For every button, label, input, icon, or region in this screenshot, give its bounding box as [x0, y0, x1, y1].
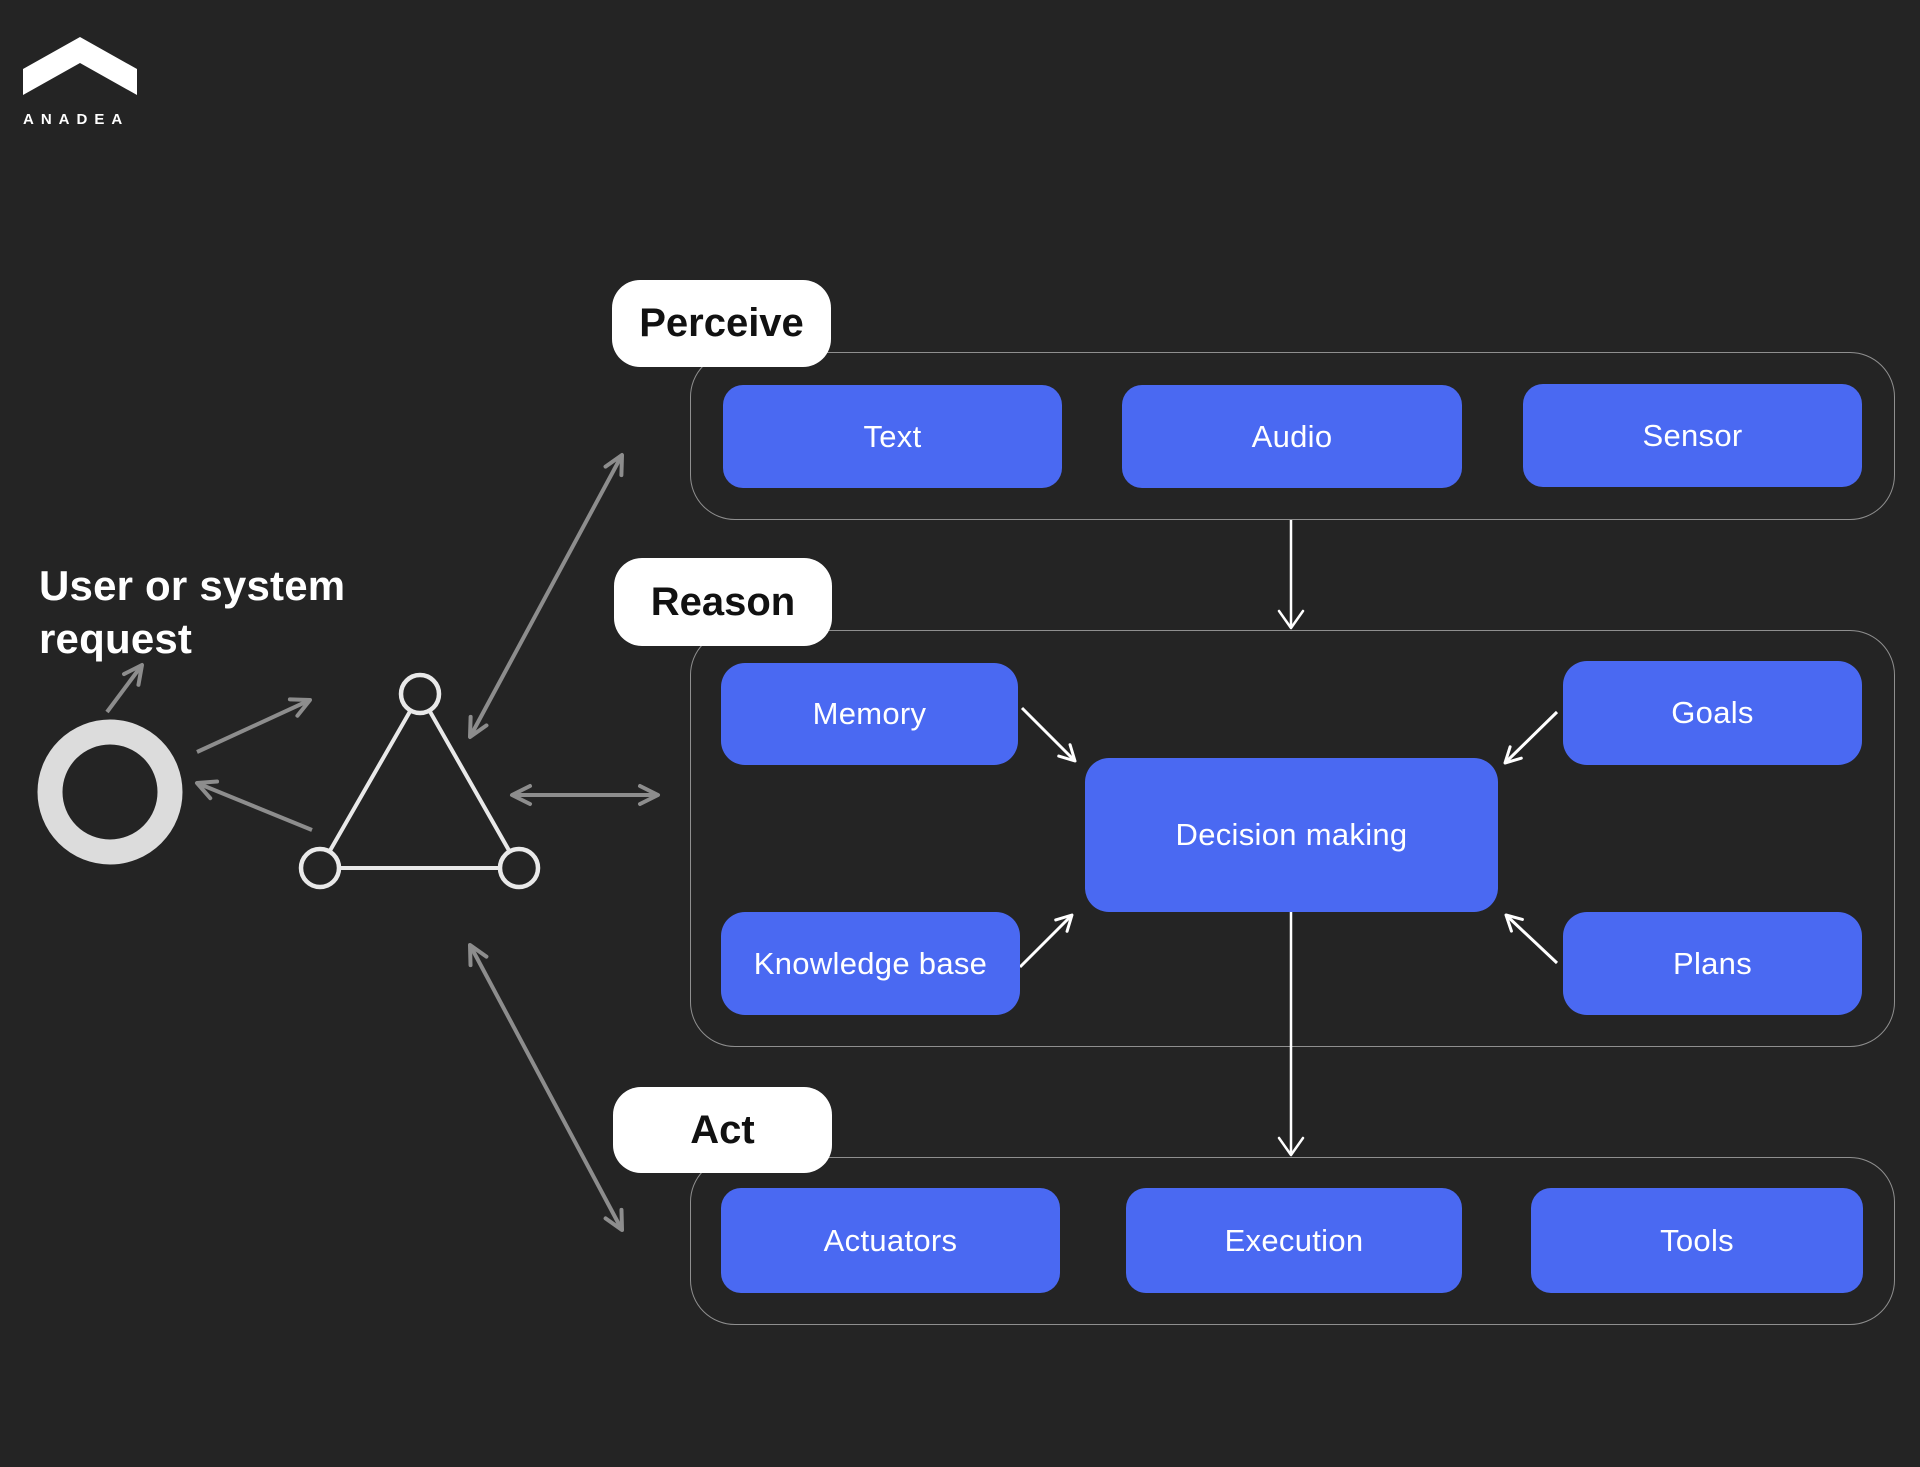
arrow-memory-to-decision — [1020, 706, 1077, 763]
node-actuators: Actuators — [721, 1188, 1060, 1293]
arrow-triangle-perceive — [468, 453, 624, 739]
node-audio: Audio — [1122, 385, 1462, 488]
node-execution: Execution — [1126, 1188, 1462, 1293]
node-goals: Goals — [1563, 661, 1862, 765]
node-memory: Memory — [721, 663, 1018, 765]
reason-section-label: Reason — [614, 558, 832, 646]
user-request-line1: User or system — [39, 562, 346, 609]
perceive-section-label: Perceive — [612, 280, 831, 367]
user-request-line2: request — [39, 614, 193, 662]
node-sensor: Sensor — [1523, 384, 1862, 487]
arrow-triangle-act — [468, 943, 624, 1232]
arrow-knowledge-to-decision — [1018, 913, 1074, 969]
user-request-label: User or system request — [39, 560, 345, 666]
node-text: Text — [723, 385, 1062, 488]
anadea-logo: ANADEA — [23, 37, 137, 128]
reason-group-frame — [690, 630, 1895, 1047]
anadea-logo-icon — [23, 37, 137, 95]
user-circle-icon — [37, 719, 183, 865]
arrow-circle-to-triangle — [196, 697, 312, 754]
arrow-goals-to-decision — [1503, 710, 1559, 765]
node-tools: Tools — [1531, 1188, 1863, 1293]
arrow-plans-to-decision — [1504, 913, 1559, 965]
act-group-frame — [690, 1157, 1895, 1325]
arrow-triangle-to-circle — [195, 779, 313, 832]
node-decision-making: Decision making — [1085, 758, 1498, 912]
node-plans: Plans — [1563, 912, 1862, 1015]
arrow-circle-to-request — [105, 663, 144, 714]
anadea-logo-text: ANADEA — [23, 111, 130, 128]
agent-triangle-icon — [298, 672, 541, 890]
perceive-group-frame — [690, 352, 1895, 520]
act-section-label: Act — [613, 1087, 832, 1173]
node-knowledge-base: Knowledge base — [721, 912, 1020, 1015]
